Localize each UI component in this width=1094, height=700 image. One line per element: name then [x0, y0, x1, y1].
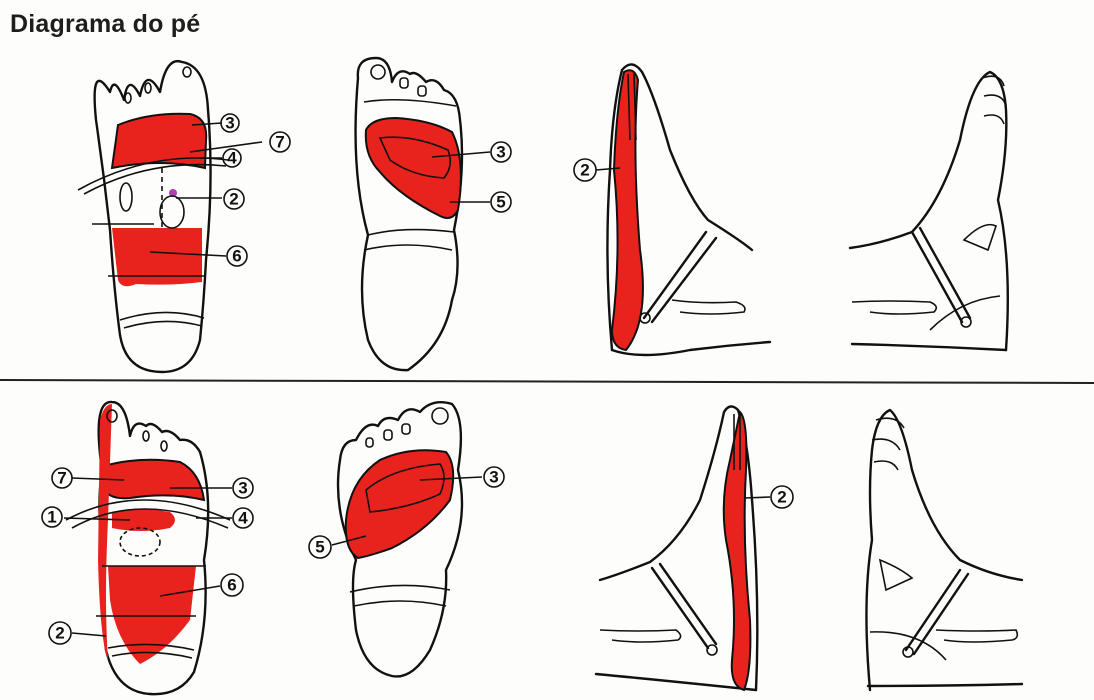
zone-label: 3	[225, 114, 234, 133]
zone-label: 3	[489, 468, 498, 487]
zone-label: 6	[227, 576, 236, 595]
zone-label: 4	[238, 509, 248, 528]
foot-sole-top-left	[78, 61, 228, 372]
foot-sole-bottom-left	[66, 402, 230, 694]
zone-label: 3	[238, 479, 247, 498]
foot-outer-side-bottom	[866, 410, 1022, 690]
foot-outer-side-top	[850, 72, 1008, 350]
zone-label: 7	[57, 469, 66, 488]
foot-inner-side-top	[607, 64, 770, 355]
foot-sole-top-right	[356, 58, 462, 370]
row-divider	[0, 380, 1094, 383]
zone-label: 5	[496, 193, 505, 212]
zone-label: 1	[47, 508, 56, 527]
zone-label: 2	[580, 161, 589, 180]
foot-sole-bottom-right	[338, 402, 462, 676]
zone-label: 2	[55, 624, 64, 643]
zone-label: 5	[315, 538, 324, 557]
zone-label: 3	[496, 143, 505, 162]
foot-inner-side-bottom	[596, 406, 757, 690]
zone-label: 2	[229, 190, 238, 209]
zone-label: 7	[275, 133, 284, 152]
zone-label: 4	[227, 149, 237, 168]
zone-label: 2	[777, 488, 786, 507]
zone-label: 6	[232, 247, 241, 266]
